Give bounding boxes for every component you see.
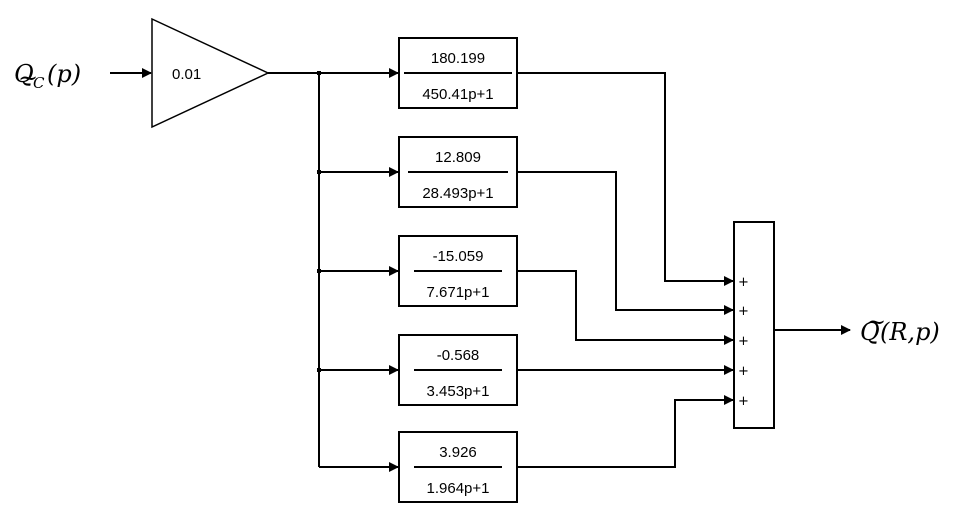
tf-denominator: 450.41p+1 [422,86,493,103]
tf-numerator: 180.199 [431,50,485,67]
sum-sign: + [738,364,749,379]
sum-block[interactable]: + + + + + [733,221,775,429]
sum-sign: + [738,394,749,409]
sum-box [733,221,775,429]
input-subscript: C [33,74,45,92]
input-signal-label: ~ Q C (p) [14,60,81,92]
tf-denominator: 28.493p+1 [422,185,493,202]
wire-tf3-to-sum [517,270,734,345]
transfer-function-block-5[interactable]: 3.926 1.964p+1 [398,431,518,503]
gain-value: 0.01 [172,66,201,83]
wire-tf2-to-sum [517,171,734,315]
transfer-function-block-1[interactable]: 180.199 450.41p+1 [398,37,518,109]
wire-tf5-to-sum [517,395,734,468]
tf-numerator: -15.059 [433,248,484,265]
output-signal-label: ~ Q (R,p) [860,308,940,346]
output-symbol: Q [860,318,880,346]
sum-sign: + [738,304,749,319]
input-symbol: Q [14,60,34,88]
wire-tf1-to-sum [517,72,734,286]
transfer-function-block-4[interactable]: -0.568 3.453p+1 [398,334,518,406]
tf-denominator: 1.964p+1 [427,480,490,497]
sum-sign: + [738,334,749,349]
output-argument: (R,p) [880,318,940,346]
transfer-function-block-3[interactable]: -15.059 7.671p+1 [398,235,518,307]
tf-numerator: -0.568 [437,347,480,364]
transfer-function-block-2[interactable]: 12.809 28.493p+1 [398,136,518,208]
tf-numerator: 12.809 [435,149,481,166]
tf-denominator: 7.671p+1 [427,284,490,301]
gain-block[interactable]: 0.01 [151,17,270,129]
gain-triangle [151,17,270,129]
output-tilde: ~ [866,308,886,336]
input-tilde: ~ [18,64,38,92]
input-argument: (p) [47,60,81,88]
sum-sign: + [738,275,749,290]
tf-numerator: 3.926 [439,444,477,461]
tf-denominator: 3.453p+1 [427,383,490,400]
